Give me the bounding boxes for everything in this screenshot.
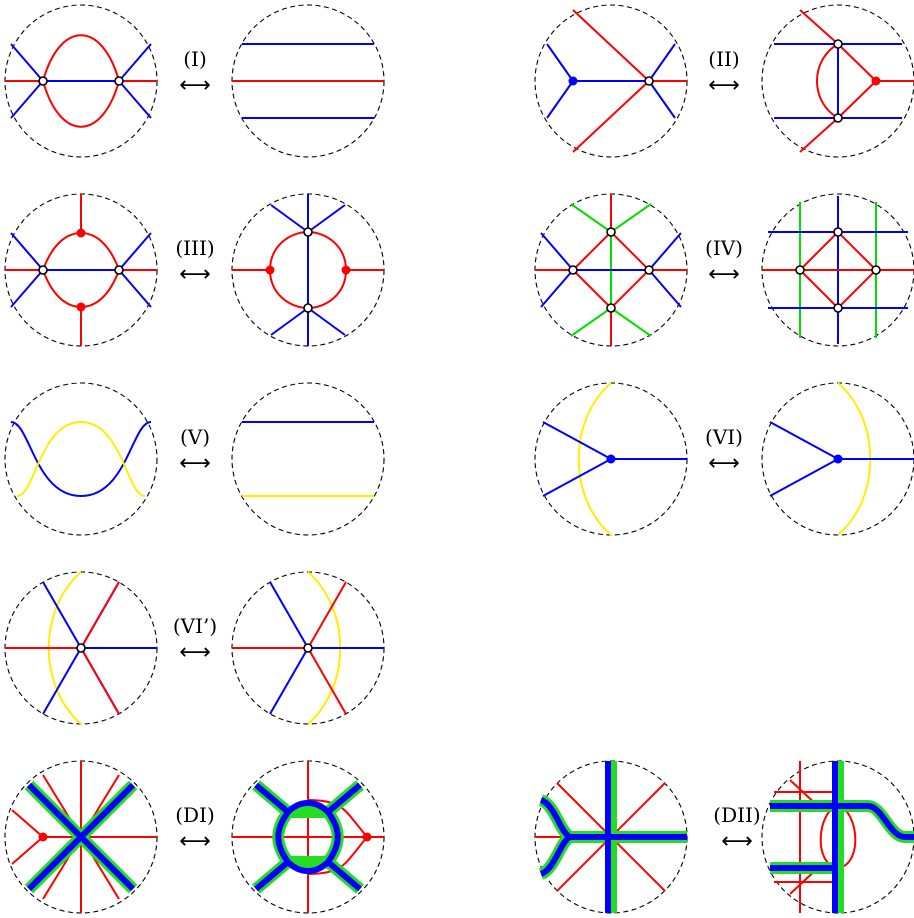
move-I: (I) ⟷: [4, 4, 385, 158]
move-I-right-disk: [231, 4, 385, 158]
move-VI-right-disk: [761, 382, 914, 536]
move-V-right-disk: [231, 382, 385, 536]
move-I-arrow: ⟷: [179, 73, 211, 98]
move-DII-arrow: ⟷: [721, 829, 753, 854]
move-II-label: (II): [708, 47, 739, 71]
move-DI-right-disk: [231, 760, 385, 914]
move-II-right-disk: [761, 4, 914, 158]
move-VI-label: (VI): [705, 425, 743, 449]
move-VI-prime-label: (VI’): [173, 614, 217, 638]
move-DII-label: (DII): [713, 803, 760, 827]
move-DI-label: (DI): [175, 803, 215, 827]
move-III: (III) ⟷: [4, 193, 385, 347]
move-DII-right-disk: [761, 760, 914, 914]
move-DI-left-disk: [4, 760, 158, 914]
move-VI-prime-left-disk: [4, 571, 158, 725]
move-IV-arrow: ⟷: [708, 262, 740, 287]
move-IV-right-disk: [761, 193, 914, 347]
move-V: (V) ⟷: [4, 382, 385, 536]
move-VI-prime-arrow: ⟷: [179, 640, 211, 665]
move-III-label: (III): [175, 236, 214, 260]
move-DII-left-disk: [534, 760, 688, 914]
move-I-label: (I): [183, 47, 207, 71]
move-DI: (DI) ⟷: [4, 760, 385, 914]
move-I-left-disk: [4, 4, 158, 158]
move-VI-left-disk: [534, 382, 688, 536]
move-V-arrow: ⟷: [179, 451, 211, 476]
move-VI-prime-right-disk: [231, 571, 385, 725]
move-VI: (VI) ⟷: [534, 382, 914, 536]
move-III-arrow: ⟷: [179, 262, 211, 287]
move-IV: (IV) ⟷: [534, 193, 914, 347]
move-DI-arrow: ⟷: [179, 829, 211, 854]
move-IV-label: (IV): [705, 236, 743, 260]
move-DII: (DII) ⟷: [534, 760, 914, 914]
move-VI-prime: (VI’) ⟷: [4, 571, 385, 725]
move-IV-left-disk: [534, 193, 688, 347]
move-III-right-disk: [231, 193, 385, 347]
move-III-left-disk: [4, 193, 158, 347]
move-V-left-disk: [4, 382, 158, 536]
move-V-label: (V): [180, 425, 210, 449]
move-II-arrow: ⟷: [708, 73, 740, 98]
move-VI-arrow: ⟷: [708, 451, 740, 476]
move-II: (II) ⟷: [534, 4, 914, 158]
move-II-left-disk: [534, 4, 688, 158]
